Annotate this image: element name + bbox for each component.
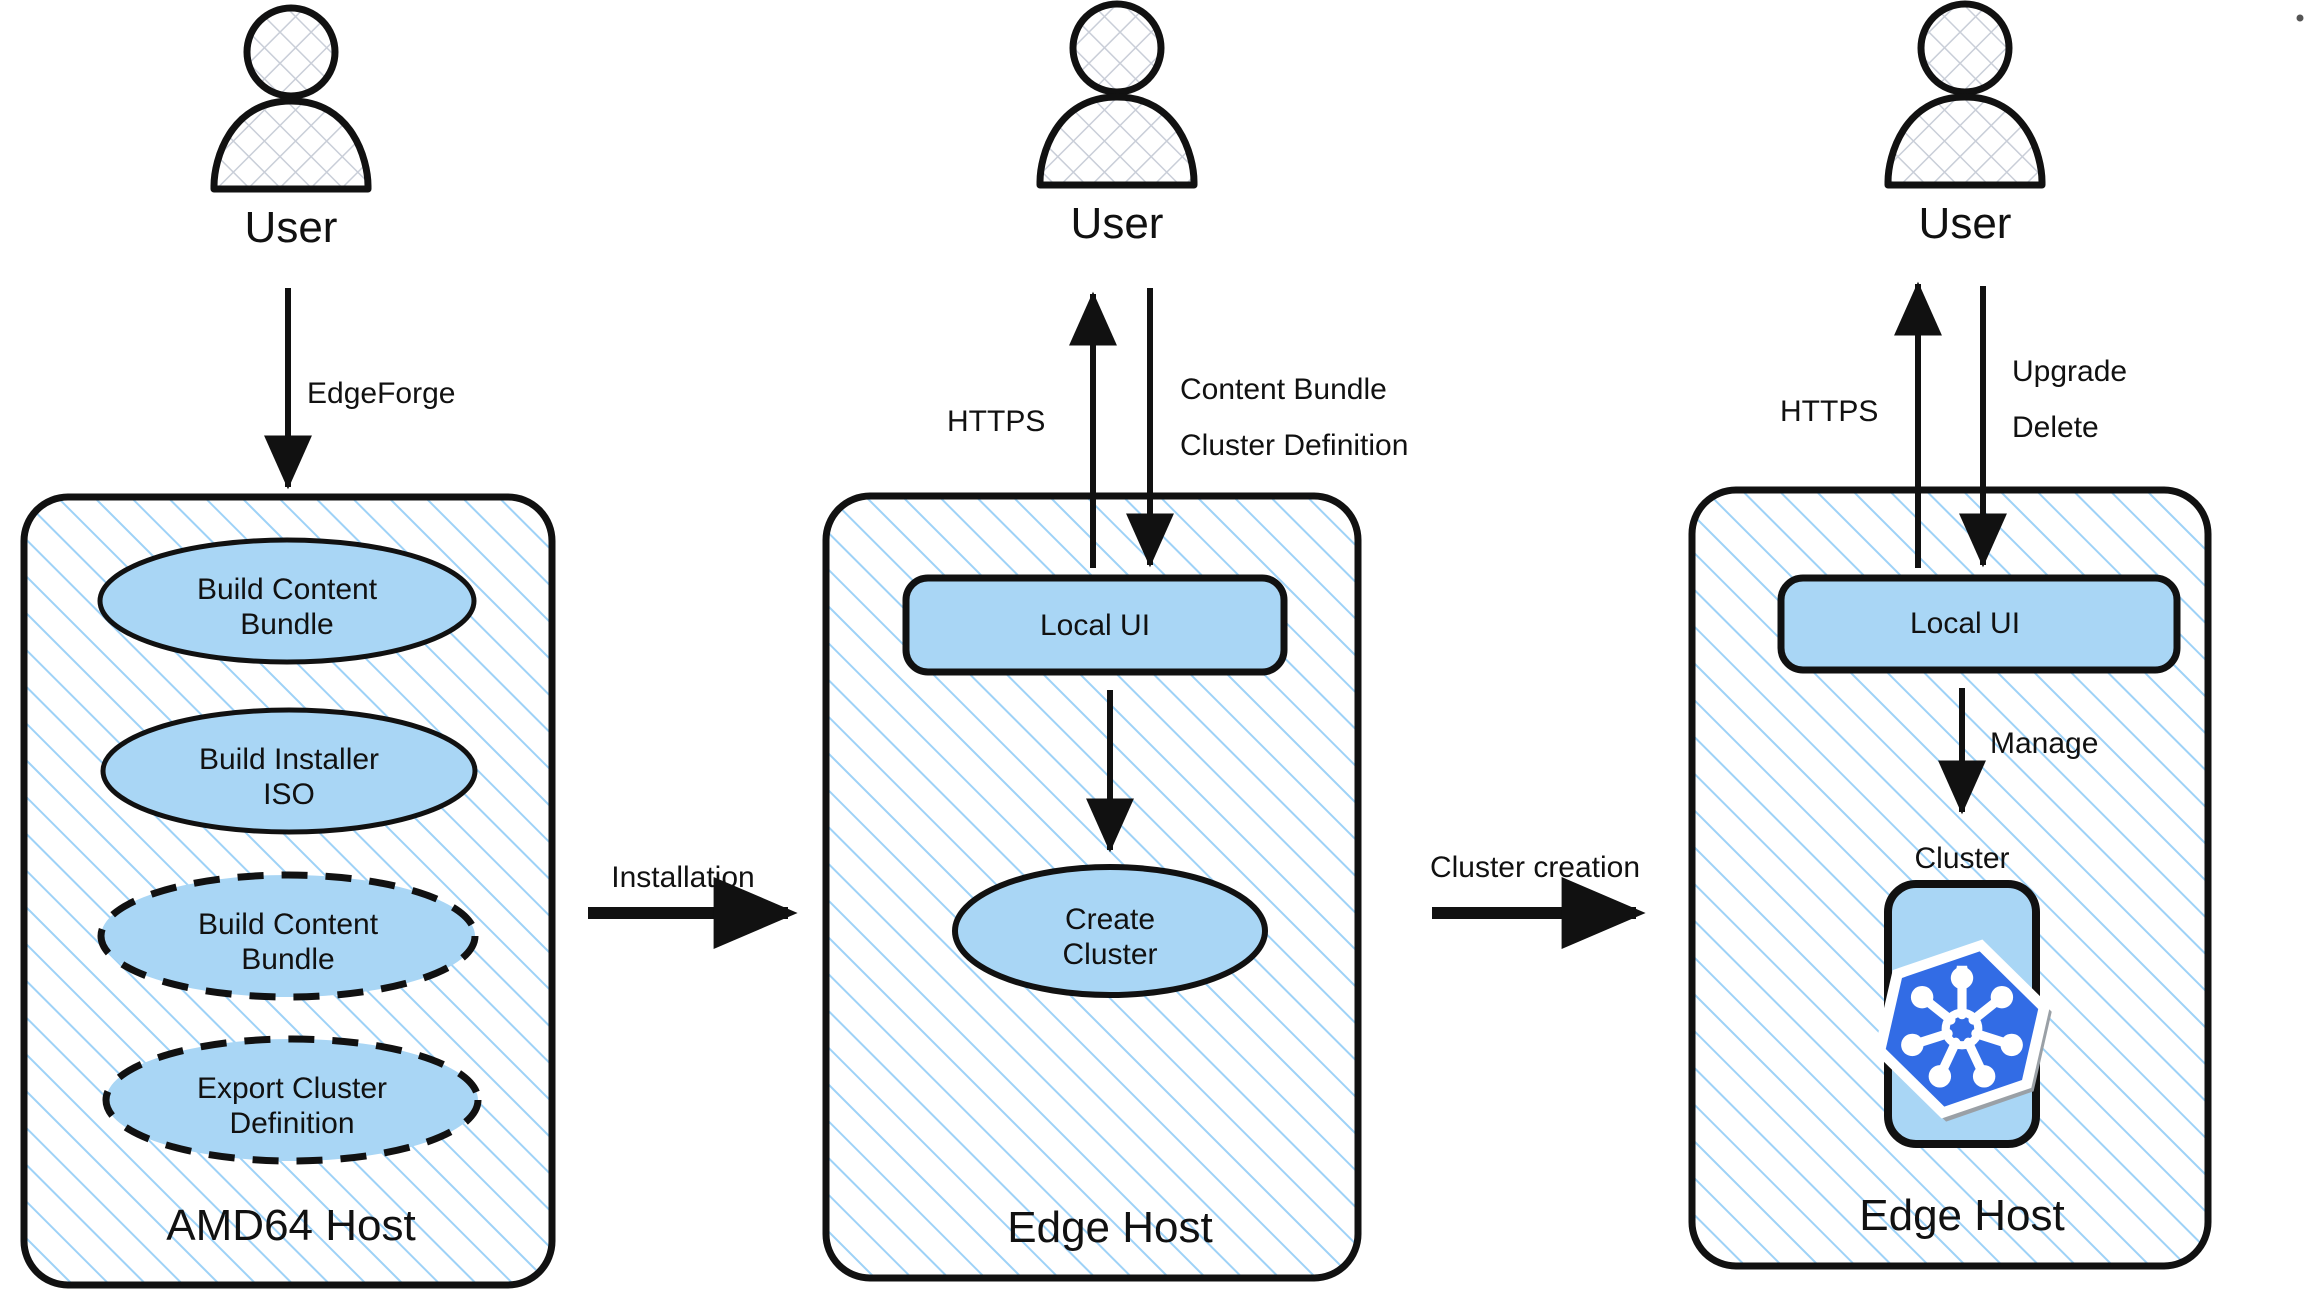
node-build-content-bundle-1: [97, 537, 477, 665]
node-create-cluster: [952, 864, 1268, 998]
host-container-edge-manage: [1688, 486, 2212, 1270]
node-local-ui-1: [902, 574, 1288, 676]
node-build-content-bundle-2: [97, 871, 479, 1001]
node-local-ui-2: [1777, 574, 2181, 674]
node-build-installer-iso: [100, 707, 478, 835]
user-actor-icon: [1036, 0, 1198, 189]
page-speck: [2296, 14, 2304, 22]
user-actor-icon: [210, 4, 372, 193]
node-export-cluster-definition: [102, 1035, 482, 1165]
kubernetes-icon: [1873, 939, 2052, 1122]
user-actor-icon: [1884, 0, 2046, 189]
